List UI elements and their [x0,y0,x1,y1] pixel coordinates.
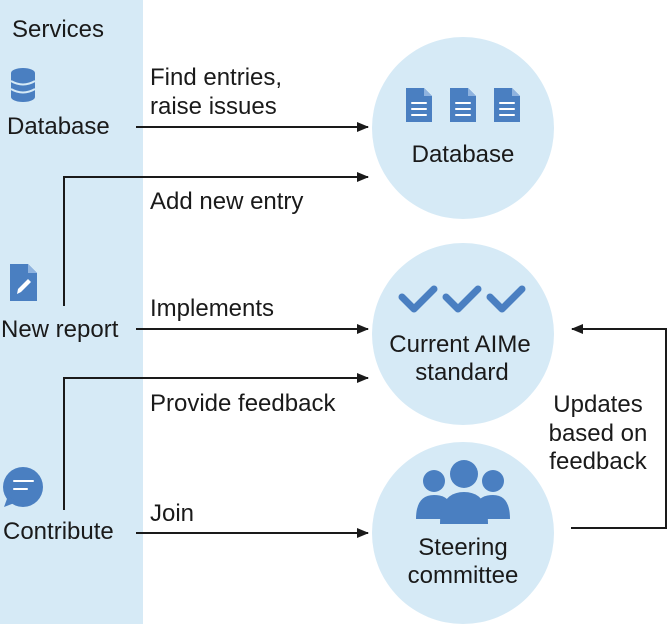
database-icon [10,68,36,102]
document-icon [450,88,476,122]
updates-label-line2: based on [549,420,648,447]
steering-committee-node [372,442,554,624]
sidebar-item-database: Database [7,113,110,140]
standard-node-label-line1: Current AIMe [389,331,530,358]
checkmark-icon [442,285,482,313]
updates-feedback-arrow [571,324,667,529]
sidebar-title: Services [12,16,104,43]
document-edit-icon [10,264,37,301]
aime-standard-node [372,243,554,425]
committee-node-label-line1: Steering [418,534,507,561]
committee-node-label-line2: committee [408,562,519,589]
document-icon [406,88,432,122]
implements-label: Implements [150,295,274,322]
add-entry-label: Add new entry [150,188,303,215]
services-sidebar [0,0,143,624]
find-entries-label-line2: raise issues [150,93,277,120]
updates-label-line1: Updates [553,391,642,418]
provide-feedback-label: Provide feedback [150,390,336,417]
database-node-label: Database [412,141,515,168]
standard-node-label-line2: standard [415,359,508,386]
join-label: Join [150,500,194,527]
checkmark-icon [398,285,438,313]
document-icon [494,88,520,122]
add-entry-arrow [63,172,369,306]
checkmark-icon [486,285,526,313]
chat-bubble-icon [3,467,43,507]
database-node [372,37,554,219]
updates-label-line3: feedback [549,448,647,475]
provide-feedback-arrow [63,373,369,510]
people-group-icon [416,460,510,524]
sidebar-item-contribute: Contribute [3,518,114,545]
find-entries-label-line1: Find entries, [150,64,282,91]
sidebar-item-new-report: New report [1,316,119,343]
